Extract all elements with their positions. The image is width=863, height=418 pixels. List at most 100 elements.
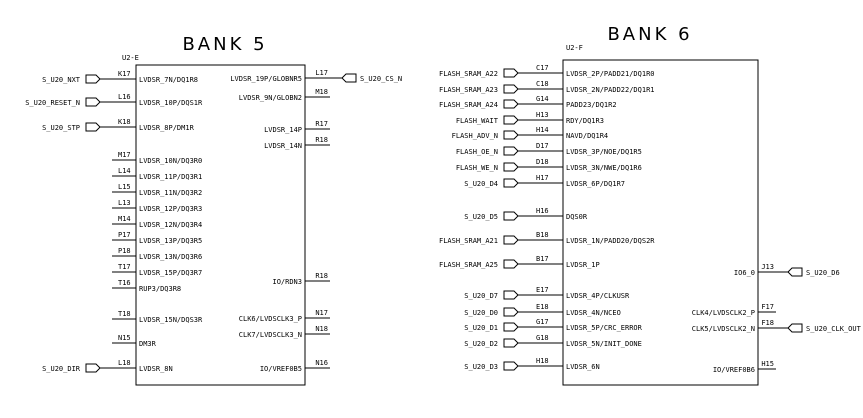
pin-label: LVDSR_8P/DM1R: [139, 124, 195, 132]
pin-label: LVDSR_19P/GLOBNR5: [230, 75, 302, 83]
pin-number: P18: [118, 247, 131, 255]
pin-number: L15: [118, 183, 131, 191]
pin-label: LVDSR_3N/NWE/DQ1R6: [566, 164, 642, 172]
pin-label: LVDSR_13N/DQ3R6: [139, 253, 202, 261]
pin-label: LVDSR_12N/DQ3R4: [139, 221, 202, 229]
offpage-connector: [503, 162, 519, 172]
net-label: FLASH_ADV_N: [452, 132, 498, 140]
net-label: S_U20_STP: [42, 124, 80, 132]
net-label: S_U20_RESET_N: [25, 99, 80, 107]
pin-label: LVDSR_15P/DQ3R7: [139, 269, 202, 277]
offpage-connector: [503, 211, 519, 221]
pin-label: IO/VREF0B5: [260, 365, 302, 373]
offpage-connector: [503, 338, 519, 348]
pin-label: DM3R: [139, 340, 157, 348]
offpage-connector: [503, 259, 519, 269]
pin-number: F17: [761, 303, 774, 311]
pin-number: E18: [536, 303, 549, 311]
pin-label: LVDSR_11P/DQ3R1: [139, 173, 202, 181]
pin-number: B17: [536, 255, 549, 263]
net-label: S_U20_D0: [464, 309, 498, 317]
pin-label: LVDSR_2N/PADD22/DQ1R1: [566, 86, 655, 94]
pin-label: LVDSR_15N/DQS3R: [139, 316, 203, 324]
component-ref: U2-F: [566, 44, 583, 52]
pin-label: RUP3/DQ3R8: [139, 285, 181, 293]
pin-number: D17: [536, 142, 549, 150]
pin-label: NAVD/DQ1R4: [566, 132, 608, 140]
pin-label: LVDSR_12P/DQ3R3: [139, 205, 202, 213]
pin-label: LVDSR_8N: [139, 365, 173, 373]
pin-number: N17: [315, 309, 328, 317]
pin-number: L13: [118, 199, 131, 207]
pin-label: DQS0R: [566, 213, 588, 221]
offpage-connector: [85, 97, 101, 107]
pin-number: C17: [536, 64, 549, 72]
pin-number: R17: [315, 120, 328, 128]
pin-label: LVDSR_10P/DQS1R: [139, 99, 203, 107]
pin-label: LVDSR_4N/NCEO: [566, 309, 621, 317]
pin-label: IO6_0: [734, 269, 755, 277]
pin-label: CLK5/LVDSCLK2_N: [692, 325, 755, 333]
pin-label: PADD23/DQ1R2: [566, 101, 617, 109]
pin-number: G14: [536, 95, 549, 103]
pin-number: C18: [536, 80, 549, 88]
net-label: S_U20_CS_N: [360, 75, 402, 83]
offpage-connector: [503, 130, 519, 140]
pin-label: LVDSR_1P: [566, 261, 600, 269]
pin-number: H17: [536, 174, 549, 182]
net-label: S_U20_DIR: [42, 365, 81, 373]
net-label: S_U20_D5: [464, 213, 498, 221]
pin-number: G17: [536, 318, 549, 326]
pin-label: IO/RDN3: [272, 278, 302, 286]
offpage-connector: [85, 74, 101, 84]
ic-symbol-box: [562, 59, 759, 386]
pin-number: N16: [315, 359, 328, 367]
pin-number: M18: [315, 88, 328, 96]
pin-number: T16: [118, 279, 131, 287]
pin-number: T17: [118, 263, 131, 271]
schematic-layer: BANK 5U2-EK17LVDSR_7N/DQ1R8S_U20_NXTL16L…: [25, 24, 862, 386]
net-label: FLASH_SRAM_A22: [439, 70, 498, 78]
pin-label: LVDSR_9N/GLOBN2: [239, 94, 302, 102]
offpage-connector: [503, 115, 519, 125]
pin-number: H18: [536, 357, 549, 365]
pin-label: LVDSR_5P/CRC_ERROR: [566, 324, 643, 332]
pin-number: H15: [761, 360, 774, 368]
pin-number: M14: [118, 215, 131, 223]
net-label: FLASH_WAIT: [456, 117, 499, 125]
net-label: S_U20_D2: [464, 340, 498, 348]
net-label: S_U20_D1: [464, 324, 498, 332]
net-label: S_U20_CLK_OUT: [806, 325, 862, 333]
pin-number: F18: [761, 319, 774, 327]
offpage-connector: [503, 322, 519, 332]
pin-label: LVDSR_1N/PADD20/DQS2R: [566, 237, 655, 245]
net-label: FLASH_SRAM_A24: [439, 101, 498, 109]
pin-number: N15: [118, 334, 131, 342]
offpage-connector: [85, 122, 101, 132]
bank-title: BANK 5: [182, 34, 267, 55]
net-label: FLASH_OE_N: [456, 148, 498, 156]
offpage-connector: [503, 146, 519, 156]
bank-title: BANK 6: [607, 24, 692, 45]
net-label: S_U20_D6: [806, 269, 840, 277]
offpage-connector: [341, 73, 357, 83]
offpage-connector: [503, 361, 519, 371]
pin-label: LVDSR_10N/DQ3R0: [139, 157, 202, 165]
pin-label: LVDSR_3P/NOE/DQ1R5: [566, 148, 642, 156]
pin-number: E17: [536, 286, 549, 294]
pin-label: LVDSR_14N: [264, 142, 302, 150]
pin-number: B18: [536, 231, 549, 239]
offpage-connector: [503, 235, 519, 245]
pin-number: M17: [118, 151, 131, 159]
offpage-connector: [503, 84, 519, 94]
net-label: S_U20_D3: [464, 363, 498, 371]
offpage-connector: [85, 363, 101, 373]
pin-label: IO/VREF0B6: [713, 366, 755, 374]
ic-symbol-box: [135, 64, 306, 386]
pin-number: D18: [536, 158, 549, 166]
offpage-connector: [787, 323, 803, 333]
offpage-connector: [503, 290, 519, 300]
pin-label: CLK4/LVDSCLK2_P: [692, 309, 755, 317]
component-ref: U2-E: [122, 54, 139, 62]
